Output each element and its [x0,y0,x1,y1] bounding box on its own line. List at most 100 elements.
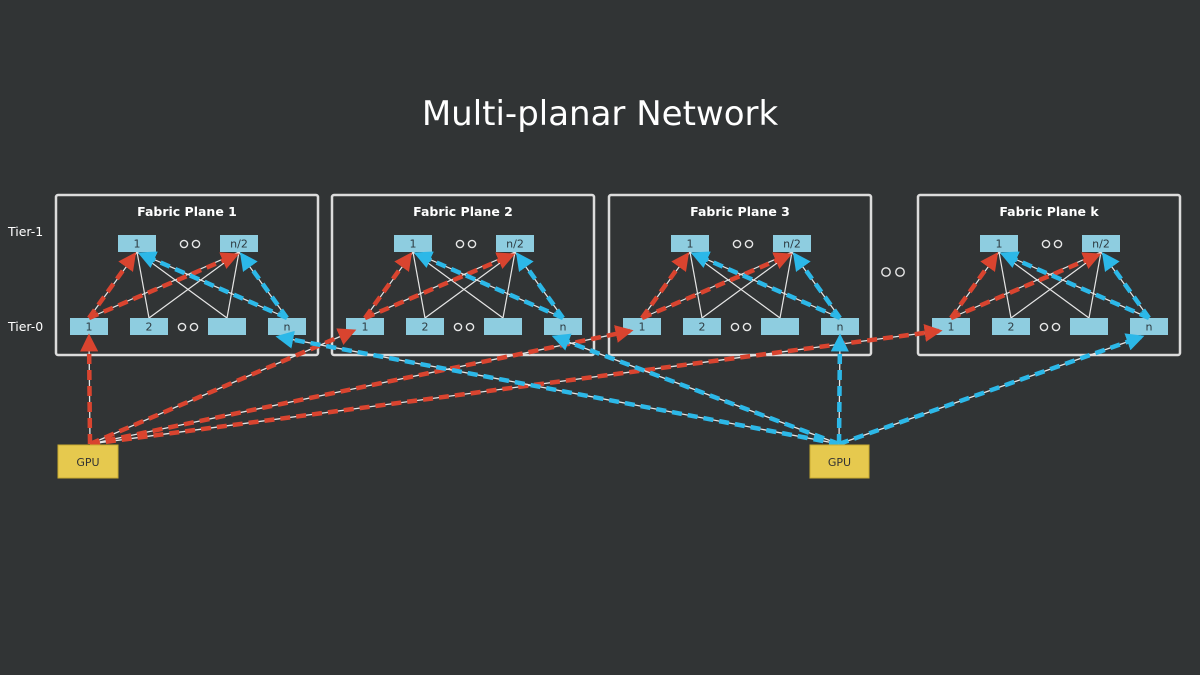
switch-label: n [560,321,567,334]
plane-mesh-links [88,251,288,319]
tier0-switch[interactable] [1070,318,1108,335]
flow-dashed [363,252,413,320]
switch-label: 1 [362,321,369,334]
tier0-switch[interactable] [761,318,799,335]
red-flow-to-tier1-n2 [950,252,1102,321]
gpu-box [57,444,119,479]
switch-label: n [1146,321,1153,334]
switch-label: 1 [948,321,955,334]
ellipsis-dot [744,239,754,249]
switch-box [70,318,108,335]
mesh-link [1088,251,1102,319]
ellipsis-dot [189,322,199,332]
tier0-switch[interactable]: 1 [70,318,108,335]
flow-dashed [640,252,690,320]
tier1-switch[interactable]: 1 [671,235,709,252]
flow-dashed [690,251,841,321]
plane-border [916,193,1182,357]
flow-dashed [515,252,565,320]
red-flow-to-tier1-1 [640,252,690,320]
tier0-switch[interactable]: 2 [683,318,721,335]
tier0-switch[interactable]: 1 [346,318,384,335]
ellipsis-dot [732,239,742,249]
switch-label: 2 [699,321,706,334]
flow-dashed [88,252,240,321]
switch-box [130,318,168,335]
tier1-switch[interactable]: 1 [980,235,1018,252]
ellipsis-dot [179,239,189,249]
flow-dashed [950,252,1102,321]
tier0-switch[interactable] [208,318,246,335]
ellipsis-dot [453,322,463,332]
gpu2-to-plane1-tier0-n [275,330,840,447]
red-flow-to-tier1-n2 [641,252,793,321]
tier0-switch[interactable]: n [268,318,306,335]
gpu-label: GPU [76,456,99,469]
switch-label: 2 [146,321,153,334]
blue-flow-to-tier1-1 [413,251,564,321]
gpu1-to-plane4-tier0-1 [89,323,943,447]
plane-title: Fabric Plane k [999,204,1099,219]
tier0-switch[interactable]: 2 [130,318,168,335]
gpu-2[interactable]: GPU [809,444,870,479]
switch-label: 1 [410,238,417,251]
flow-dashed [87,252,137,320]
blue-flow-to-tier1-n2 [1101,252,1151,320]
link-line [89,330,354,445]
switch-label: 1 [639,321,646,334]
fabric-plane-2: Fabric Plane 2 1 n/2 1 2 n [330,193,596,357]
gpu-label: GPU [828,456,851,469]
flow-dashed [838,333,1145,447]
flow-dashed [999,251,1150,321]
red-flow-to-tier1-n2 [364,252,516,321]
ellipsis-dot [467,239,477,249]
tier1-switch[interactable]: n/2 [773,235,811,252]
tier0-switch[interactable] [484,318,522,335]
blue-flow-to-tier1-n2 [239,252,289,320]
plane-title: Fabric Plane 2 [413,204,513,219]
tier1-switch[interactable]: 1 [394,235,432,252]
switch-label: n [837,321,844,334]
flow-dashed [1101,252,1151,320]
switch-box [761,318,799,335]
tier0-switch[interactable]: 2 [992,318,1030,335]
red-flow-to-tier1-n2 [88,252,240,321]
plane-mesh-links [641,251,841,319]
ellipsis-dot [1053,239,1063,249]
gpu2-to-plane4-tier0-n [838,333,1145,447]
mesh-link [412,251,426,319]
switch-box [406,318,444,335]
tier0-switch[interactable]: n [821,318,859,335]
tier-0-label: Tier-0 [7,319,43,334]
fabric-plane-4: Fabric Plane k 1 n/2 1 2 n [916,193,1182,357]
switch-box [1082,235,1120,252]
switch-label: 2 [422,321,429,334]
switch-box [496,235,534,252]
ellipsis-dot [455,239,465,249]
tier1-switch[interactable]: n/2 [220,235,258,252]
blue-flow-to-tier1-1 [999,251,1150,321]
switch-label: n [284,321,291,334]
gpu-1[interactable]: GPU [57,444,119,479]
gpu-box [809,444,870,479]
blue-flow-to-tier1-1 [690,251,841,321]
flow-dashed [364,252,516,321]
link-line [278,336,840,445]
tier0-switch[interactable]: 2 [406,318,444,335]
red-flow-to-tier1-1 [949,252,999,320]
mesh-link [226,251,240,319]
gpu2-to-plane3-tier0-n [830,333,849,445]
tier1-switch[interactable]: n/2 [1082,235,1120,252]
flow-dashed [830,333,849,445]
ellipsis-dot [742,322,752,332]
plane-title: Fabric Plane 3 [690,204,790,219]
flow-dashed [239,252,289,320]
flow-dashed [89,323,943,447]
tier1-switch[interactable]: 1 [118,235,156,252]
switch-label: 1 [134,238,141,251]
tier1-switch[interactable]: n/2 [496,235,534,252]
blue-flow-to-tier1-1 [137,251,288,321]
tier0-switch[interactable]: n [544,318,582,335]
tier0-switch[interactable]: n [1130,318,1168,335]
